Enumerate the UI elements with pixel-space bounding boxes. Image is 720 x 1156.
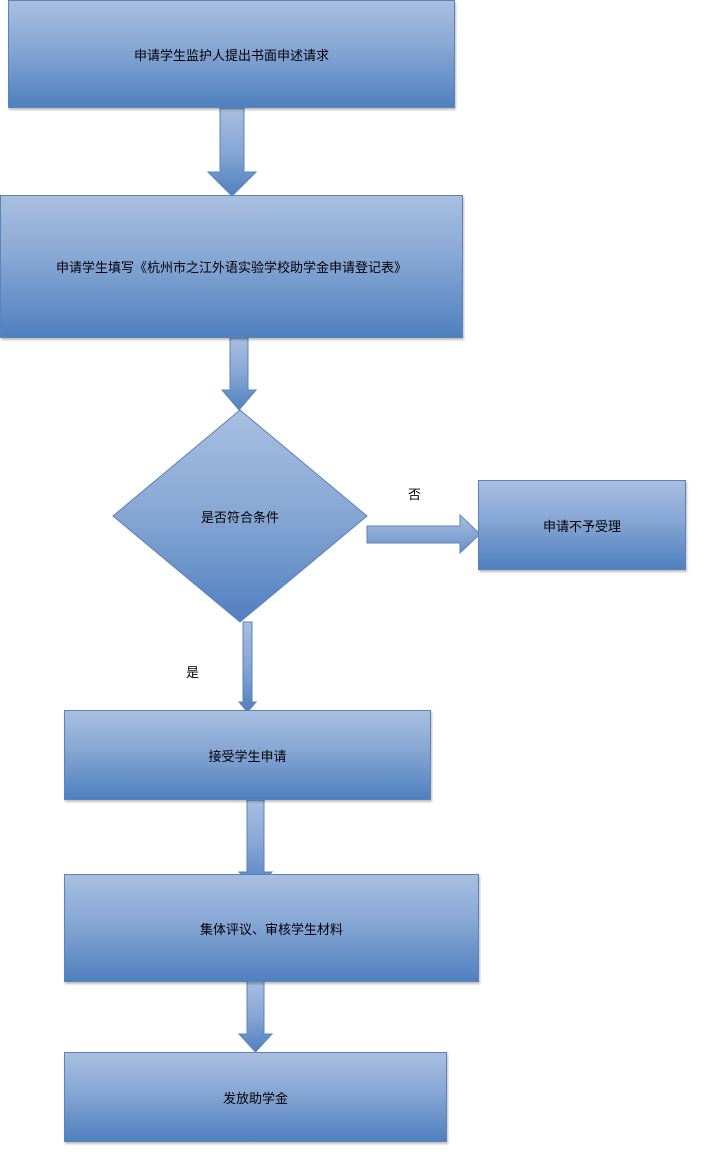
- step-fill-form: 申请学生填写《杭州市之江外语实验学校助学金申请登记表》: [0, 195, 463, 338]
- arrow-down-5: [237, 980, 274, 1053]
- arrow-down-1: [206, 107, 258, 197]
- step-grant-text: 发放助学金: [222, 1091, 288, 1107]
- label-yes: 是: [186, 666, 200, 681]
- step-guardian-request: 申请学生监护人提出书面申述请求: [8, 0, 455, 108]
- step-reject-text: 申请不予受理: [542, 519, 621, 535]
- step-grant: 发放助学金: [64, 1052, 447, 1142]
- step-accept-text: 接受学生申请: [208, 749, 287, 765]
- step-guardian-request-text: 申请学生监护人提出书面申述请求: [133, 48, 329, 64]
- step-accept: 接受学生申请: [64, 710, 431, 800]
- decision-diamond: [112, 409, 368, 623]
- step-reject: 申请不予受理: [478, 480, 686, 570]
- step-review: 集体评议、审核学生材料: [64, 874, 479, 982]
- step-fill-form-text: 申请学生填写《杭州市之江外语实验学校助学金申请登记表》: [55, 261, 407, 276]
- arrow-down-yes: [237, 621, 258, 713]
- arrow-right-no: [366, 513, 481, 555]
- arrow-down-2: [220, 337, 258, 411]
- decision-text: 是否符合条件: [200, 510, 279, 526]
- step-review-text: 集体评议、审核学生材料: [199, 922, 343, 938]
- label-no: 否: [408, 488, 422, 503]
